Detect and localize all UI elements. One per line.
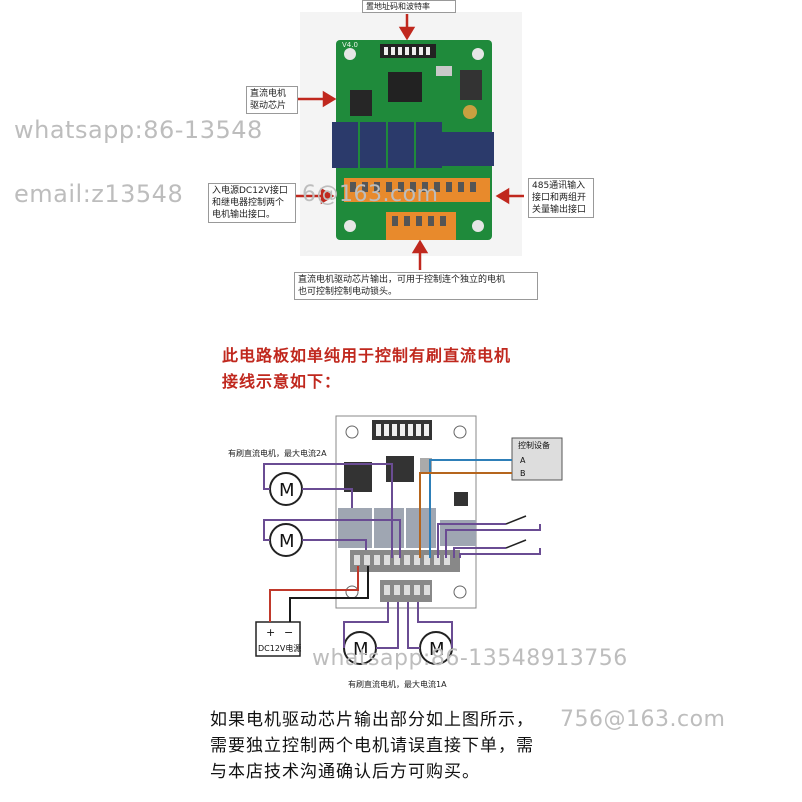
port-b-label: B xyxy=(520,469,526,478)
section-title-line1: 此电路板如单纯用于控制有刷直流电机 xyxy=(222,346,512,365)
callout-power-line3: 电机输出接口。 xyxy=(212,210,276,220)
control-device xyxy=(511,437,563,481)
mount-hole-bl xyxy=(344,220,356,232)
callout-power-line2: 和继电器控制两个 xyxy=(212,198,285,208)
diagram-driver-chip xyxy=(344,462,372,492)
callout-485: 485通讯输入 接口和两组开 关量输出接口 xyxy=(528,178,594,218)
diagram-hole-tl xyxy=(345,425,359,439)
callout-power: 入电源DC12V接口 和继电器控制两个 电机输出接口。 xyxy=(208,183,296,223)
callout-bottom-line2: 也可控制控制电动锁头。 xyxy=(298,287,398,297)
callout-485-line2: 接口和两组开 xyxy=(532,193,587,203)
wire-485-b xyxy=(419,472,512,558)
motor-label-top: 有刷直流电机，最大电流2A xyxy=(228,448,327,458)
note-line2: 需要独立控制两个电机请误直接下单，需 xyxy=(210,736,534,756)
callout-bottom: 直流电机驱动芯片输出，可用于控制连个独立的电机 也可控制控制电动锁头。 xyxy=(294,272,538,300)
callout-bottom-line1: 直流电机驱动芯片输出，可用于控制连个独立的电机 xyxy=(298,275,506,285)
capacitor xyxy=(463,105,477,119)
callout-dc-chip: 直流电机 驱动芯片 xyxy=(246,86,298,114)
mount-hole-br xyxy=(472,220,484,232)
relay-large xyxy=(442,132,494,166)
diagram-mcu xyxy=(386,456,414,482)
wire-power-negative xyxy=(289,566,369,622)
wiring-diagram: 有刷直流电机，最大电流2A M M M M xyxy=(228,415,563,689)
callout-address: 置地址码和波特率 xyxy=(362,0,456,13)
diagram-reg xyxy=(454,492,468,506)
motor-3-symbol: M xyxy=(353,639,369,660)
control-device-label: 控制设备 xyxy=(518,440,550,450)
motor-4: M xyxy=(419,631,453,665)
motor-2: M xyxy=(269,523,303,557)
diagram-hole-tr xyxy=(453,425,467,439)
watermark-whatsapp-bottom: whatsapp:86-13548913756 xyxy=(312,646,628,671)
motor-3: M xyxy=(343,631,377,665)
wire-power-positive xyxy=(269,566,359,622)
callout-485-line1: 485通讯输入 xyxy=(532,181,586,191)
switch-1 xyxy=(505,515,527,525)
callout-address-text: 置地址码和波特率 xyxy=(366,2,430,11)
regulator xyxy=(460,70,482,100)
board-version: V4.0 xyxy=(342,41,358,49)
watermark-whatsapp-top: whatsapp:86-13548 xyxy=(14,116,263,144)
motor-2-symbol: M xyxy=(279,531,295,552)
note-line3: 与本店技术沟通确认后方可购买。 xyxy=(210,762,480,782)
terminal-block-upper xyxy=(344,178,490,202)
callout-485-line3: 关量输出接口 xyxy=(532,205,587,215)
mcu-chip xyxy=(388,72,422,102)
mount-hole-tl xyxy=(344,48,356,60)
motor-1-symbol: M xyxy=(279,480,295,501)
section-title-line2: 接线示意如下： xyxy=(222,372,342,391)
wires-switch xyxy=(437,523,541,558)
watermark-email-bottom: 756@163.com xyxy=(560,707,726,732)
switch-2 xyxy=(505,539,527,549)
callout-power-line1: 入电源DC12V接口 xyxy=(212,186,288,196)
motor-1: M xyxy=(269,472,303,506)
callout-dc-chip-line2: 驱动芯片 xyxy=(250,101,287,111)
callout-dc-chip-line1: 直流电机 xyxy=(250,89,287,99)
diagram-hole-br xyxy=(453,585,467,599)
dc-driver-chip xyxy=(350,90,372,116)
wire-485-a xyxy=(429,459,512,558)
watermark-email-top: email:z13548 xyxy=(14,180,184,208)
relays xyxy=(332,122,442,168)
psu-plus: + xyxy=(266,626,275,639)
mount-hole-tr xyxy=(472,48,484,60)
board-photo: V4.0 xyxy=(296,12,524,270)
motor-label-bottom: 有刷直流电机，最大电流1A xyxy=(348,679,447,689)
port-a-label: A xyxy=(520,456,526,465)
wires-motor xyxy=(263,463,453,649)
motor-4-symbol: M xyxy=(429,639,445,660)
crystal xyxy=(436,66,452,76)
psu-minus: − xyxy=(284,626,293,639)
psu-label: DC12V电源 xyxy=(258,643,301,653)
watermark-email-top-tail: 6@163.com xyxy=(302,182,439,207)
power-supply xyxy=(255,621,301,657)
note-line1: 如果电机驱动芯片输出部分如上图所示， xyxy=(210,710,534,730)
